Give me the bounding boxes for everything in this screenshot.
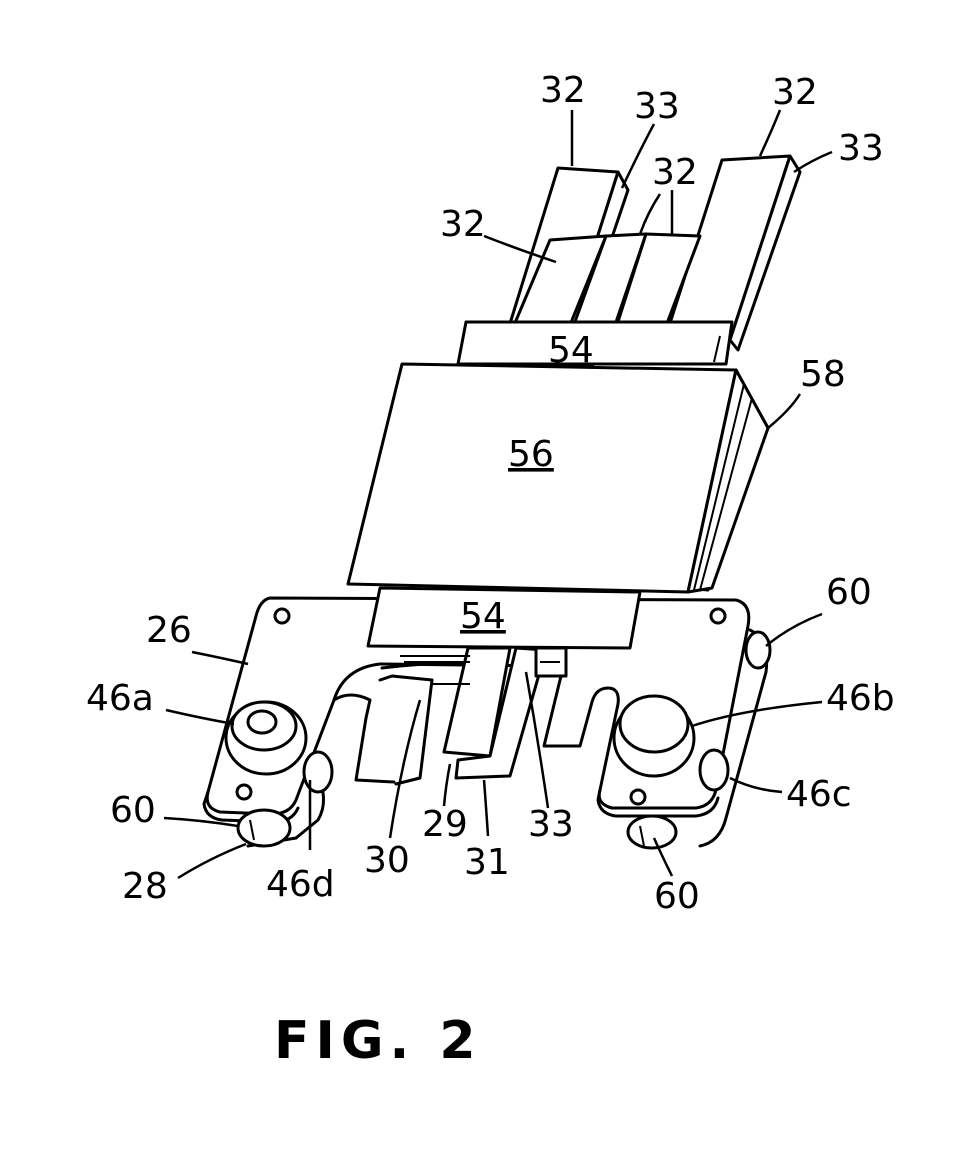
label-33: 33	[634, 86, 680, 127]
label-32: 32	[440, 204, 486, 245]
spacer-60-left	[236, 808, 292, 848]
label-60: 60	[110, 790, 156, 831]
figure-caption: FIG. 2	[274, 1011, 482, 1071]
standoff-46c	[698, 748, 730, 792]
terminal-strips	[378, 646, 568, 786]
reference-labels: 32 33 32 33 32 32 54 58 56 60 26 54 46a …	[86, 70, 895, 917]
fastener-46a	[224, 700, 308, 776]
label-31: 31	[464, 842, 510, 883]
spacer-60-bottom	[626, 814, 678, 850]
label-32: 32	[772, 72, 818, 113]
label-58: 58	[800, 354, 846, 395]
label-54-lower: 54	[460, 596, 506, 637]
label-30: 30	[364, 840, 410, 881]
clamp-bar-lower	[366, 586, 642, 650]
label-46d: 46d	[266, 864, 335, 905]
label-26: 26	[146, 610, 192, 651]
label-33: 33	[838, 128, 884, 169]
label-56: 56	[508, 434, 554, 475]
label-33: 33	[528, 804, 574, 845]
label-46c: 46c	[786, 774, 852, 815]
label-32: 32	[652, 152, 698, 193]
label-60: 60	[654, 876, 700, 917]
label-54-upper: 54	[548, 330, 594, 371]
clamp-bar-upper	[456, 320, 734, 366]
standoff-46d	[302, 750, 334, 794]
label-32: 32	[540, 70, 586, 111]
label-60: 60	[826, 572, 872, 613]
base-plate-26	[202, 596, 751, 824]
label-46b: 46b	[826, 678, 895, 719]
conductor-strips-upper	[506, 154, 802, 352]
label-46a: 46a	[86, 678, 154, 719]
label-29: 29	[422, 804, 468, 845]
label-28: 28	[122, 866, 168, 907]
fastener-46b	[612, 694, 696, 778]
leader-lines	[163, 109, 833, 880]
spacer-60-right	[744, 630, 772, 670]
housing-56	[346, 362, 770, 594]
